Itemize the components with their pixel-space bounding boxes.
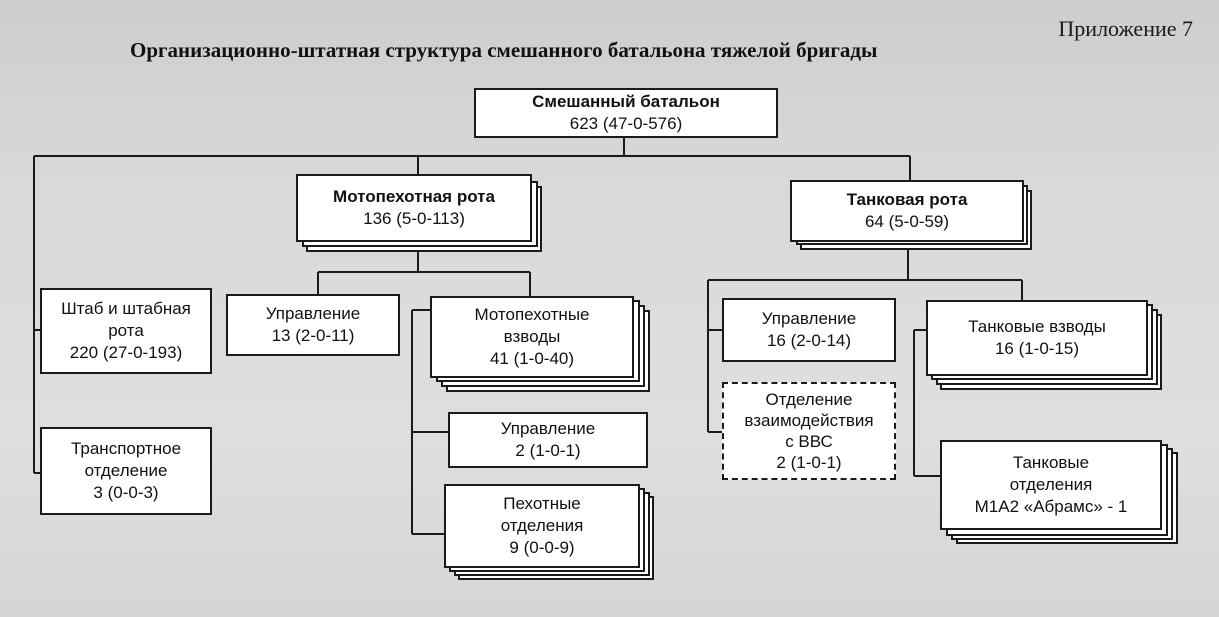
transport-line2: отделение (84, 461, 168, 480)
mech-control-strength: 13 (2-0-11) (271, 326, 355, 345)
tank-company-name: Танковая рота (846, 190, 968, 209)
page-title: Организационно-штатная структура смешанн… (130, 38, 878, 62)
appendix-label: Приложение 7 (1058, 16, 1193, 41)
transport-strength: 3 (0-0-3) (93, 483, 159, 502)
battalion-box: Смешанный батальон 623 (47-0-576) (474, 88, 778, 138)
battalion-strength: 623 (47-0-576) (569, 114, 683, 133)
transport-line1: Транспортное (70, 439, 182, 458)
platoon-control-box: Управление 2 (1-0-1) (448, 412, 648, 468)
platoon-control-name: Управление (500, 419, 596, 438)
hq-company-line1: Штаб и штабная (61, 299, 191, 318)
tank-squads-line3: М1А2 «Абрамс» - 1 (974, 497, 1128, 516)
hq-company-strength: 220 (27-0-193) (69, 343, 183, 362)
tank-squads-line2: отделения (1009, 475, 1093, 494)
infantry-squads-line2: отделения (500, 516, 584, 535)
battalion-name: Смешанный батальон (532, 92, 720, 111)
air-liaison-box: Отделение взаимодействия с ВВС 2 (1-0-1) (722, 382, 896, 480)
mech-platoons-line1: Мотопехотные (474, 305, 590, 324)
hq-company-line2: рота (108, 321, 144, 340)
tank-squads-line1: Танковые (1012, 453, 1090, 472)
tank-control-name: Управление (761, 309, 857, 328)
tank-control-box: Управление 16 (2-0-14) (722, 298, 896, 362)
mech-control-box: Управление 13 (2-0-11) (226, 294, 400, 356)
air-liaison-line1: Отделение (765, 390, 853, 409)
air-liaison-strength: 2 (1-0-1) (776, 453, 842, 472)
tank-platoons-name: Танковые взводы (968, 317, 1106, 336)
mech-company-name: Мотопехотная рота (333, 187, 495, 206)
mech-platoons-line2: взводы (503, 327, 561, 346)
tank-squads-box: Танковые отделения М1А2 «Абрамс» - 1 (940, 440, 1162, 530)
platoon-control-strength: 2 (1-0-1) (515, 441, 581, 460)
tank-company-strength: 64 (5-0-59) (864, 212, 950, 231)
tank-platoons-box: Танковые взводы 16 (1-0-15) (926, 300, 1148, 376)
tank-company-box: Танковая рота 64 (5-0-59) (790, 180, 1024, 242)
infantry-squads-box: Пехотные отделения 9 (0-0-9) (444, 484, 640, 568)
mech-control-name: Управление (265, 304, 361, 323)
air-liaison-line2: взаимодействия (744, 411, 874, 430)
infantry-squads-line1: Пехотные (503, 494, 581, 513)
infantry-squads-strength: 9 (0-0-9) (509, 538, 575, 557)
mech-platoons-strength: 41 (1-0-40) (489, 349, 575, 368)
air-liaison-line3: с ВВС (785, 432, 833, 451)
mech-company-box: Мотопехотная рота 136 (5-0-113) (296, 174, 532, 242)
mech-platoons-box: Мотопехотные взводы 41 (1-0-40) (430, 296, 634, 378)
hq-company-box: Штаб и штабная рота 220 (27-0-193) (40, 288, 212, 374)
tank-control-strength: 16 (2-0-14) (766, 331, 852, 350)
transport-box: Транспортное отделение 3 (0-0-3) (40, 427, 212, 515)
tank-platoons-strength: 16 (1-0-15) (994, 339, 1080, 358)
mech-company-strength: 136 (5-0-113) (363, 209, 465, 228)
